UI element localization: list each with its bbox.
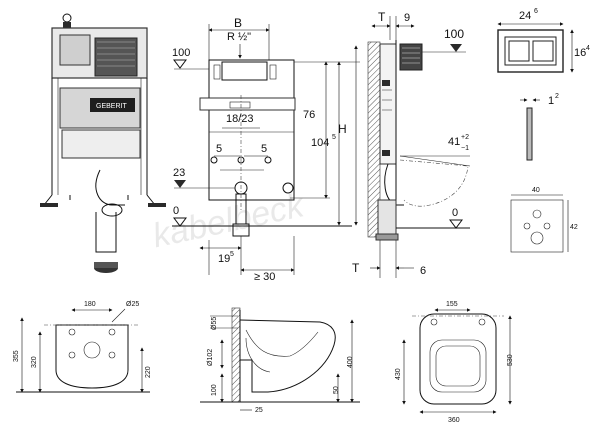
dim-thread-label: R ½"	[227, 31, 251, 43]
watermark-text: kabelbeck	[149, 186, 309, 255]
plan-h530-label: 530	[507, 354, 514, 366]
svg-text:GEBERIT: GEBERIT	[96, 103, 127, 110]
bowl-d25-label: Ø25	[126, 301, 139, 308]
plate-width-sup: 6	[534, 8, 538, 15]
plate-height-label: 16	[574, 47, 586, 59]
plan-w155-label: 155	[446, 301, 458, 308]
bowl-h100-label: 100	[211, 384, 218, 396]
angle-minus-label: −1	[461, 145, 469, 152]
level-0-front: 0	[173, 205, 179, 217]
front-dimension-view: B R ½" 18/23 5 5 76 104 5	[172, 16, 360, 283]
level-100-front: 100	[172, 47, 190, 59]
valve-icon	[62, 13, 72, 23]
dim-19-sup: 5	[230, 251, 234, 258]
bowl-plan-view: 155 430 530 360	[395, 301, 514, 424]
actuator-plate-view: 24 6 16 4 1 2	[497, 8, 590, 161]
plate-depth-sup: 2	[555, 93, 559, 100]
dim-104-sup: 5	[332, 134, 336, 141]
level-100-side: 100	[444, 27, 464, 41]
plan-w360-label: 360	[448, 417, 460, 424]
bowl-d102-label: Ø102	[207, 349, 214, 366]
level-0-side: 0	[452, 207, 458, 219]
dim-104-label: 104	[311, 137, 329, 149]
plate-height-sup: 4	[586, 45, 590, 52]
template-h42: 42	[570, 224, 578, 231]
bowl-h50-label: 50	[333, 386, 340, 394]
dim-6-label: 6	[420, 265, 426, 277]
bowl-h400-label: 400	[347, 356, 354, 368]
dim-H-label: H	[338, 122, 347, 136]
angle-plus-label: +2	[461, 134, 469, 141]
dim-right-5: 5	[261, 143, 267, 155]
bowl-h220-label: 220	[145, 366, 152, 378]
bowl-d55-label: Ø55	[211, 317, 218, 330]
dim-T-label: T	[378, 10, 386, 24]
plate-depth-label: 1	[548, 95, 554, 107]
plate-width-label: 24	[519, 10, 531, 22]
side-section-view: T 9 100 41 +2 −1 0	[352, 10, 471, 278]
dim-pipe-label: 18/23	[226, 113, 254, 125]
dim-76-label: 76	[303, 109, 315, 121]
bowl-h320-label: 320	[31, 356, 38, 368]
bowl-side-view: Ø55 Ø102 100 50 400 25	[200, 307, 360, 414]
dim-left-5: 5	[216, 143, 222, 155]
dim-width-label: B	[234, 16, 242, 30]
bowl-w180-label: 180	[84, 301, 96, 308]
level-23-front: 23	[173, 167, 185, 179]
dim-ge30-label: ≥ 30	[254, 271, 275, 283]
bowl-h355-label: 355	[13, 350, 20, 362]
dim-9-label: 9	[404, 12, 410, 24]
plan-h430-label: 430	[395, 368, 402, 380]
template-w40: 40	[532, 187, 540, 194]
drilling-template-view: 40 42	[510, 187, 578, 253]
angle-41-label: 41	[448, 136, 460, 148]
dim-T-bottom: T	[352, 261, 360, 275]
dim-19-label: 19	[218, 253, 230, 265]
bowl-w25-label: 25	[255, 407, 263, 414]
bowl-rear-view: 180 Ø25 355 320 220	[13, 301, 152, 393]
frame-3d-view: GEBERIT	[40, 13, 166, 273]
